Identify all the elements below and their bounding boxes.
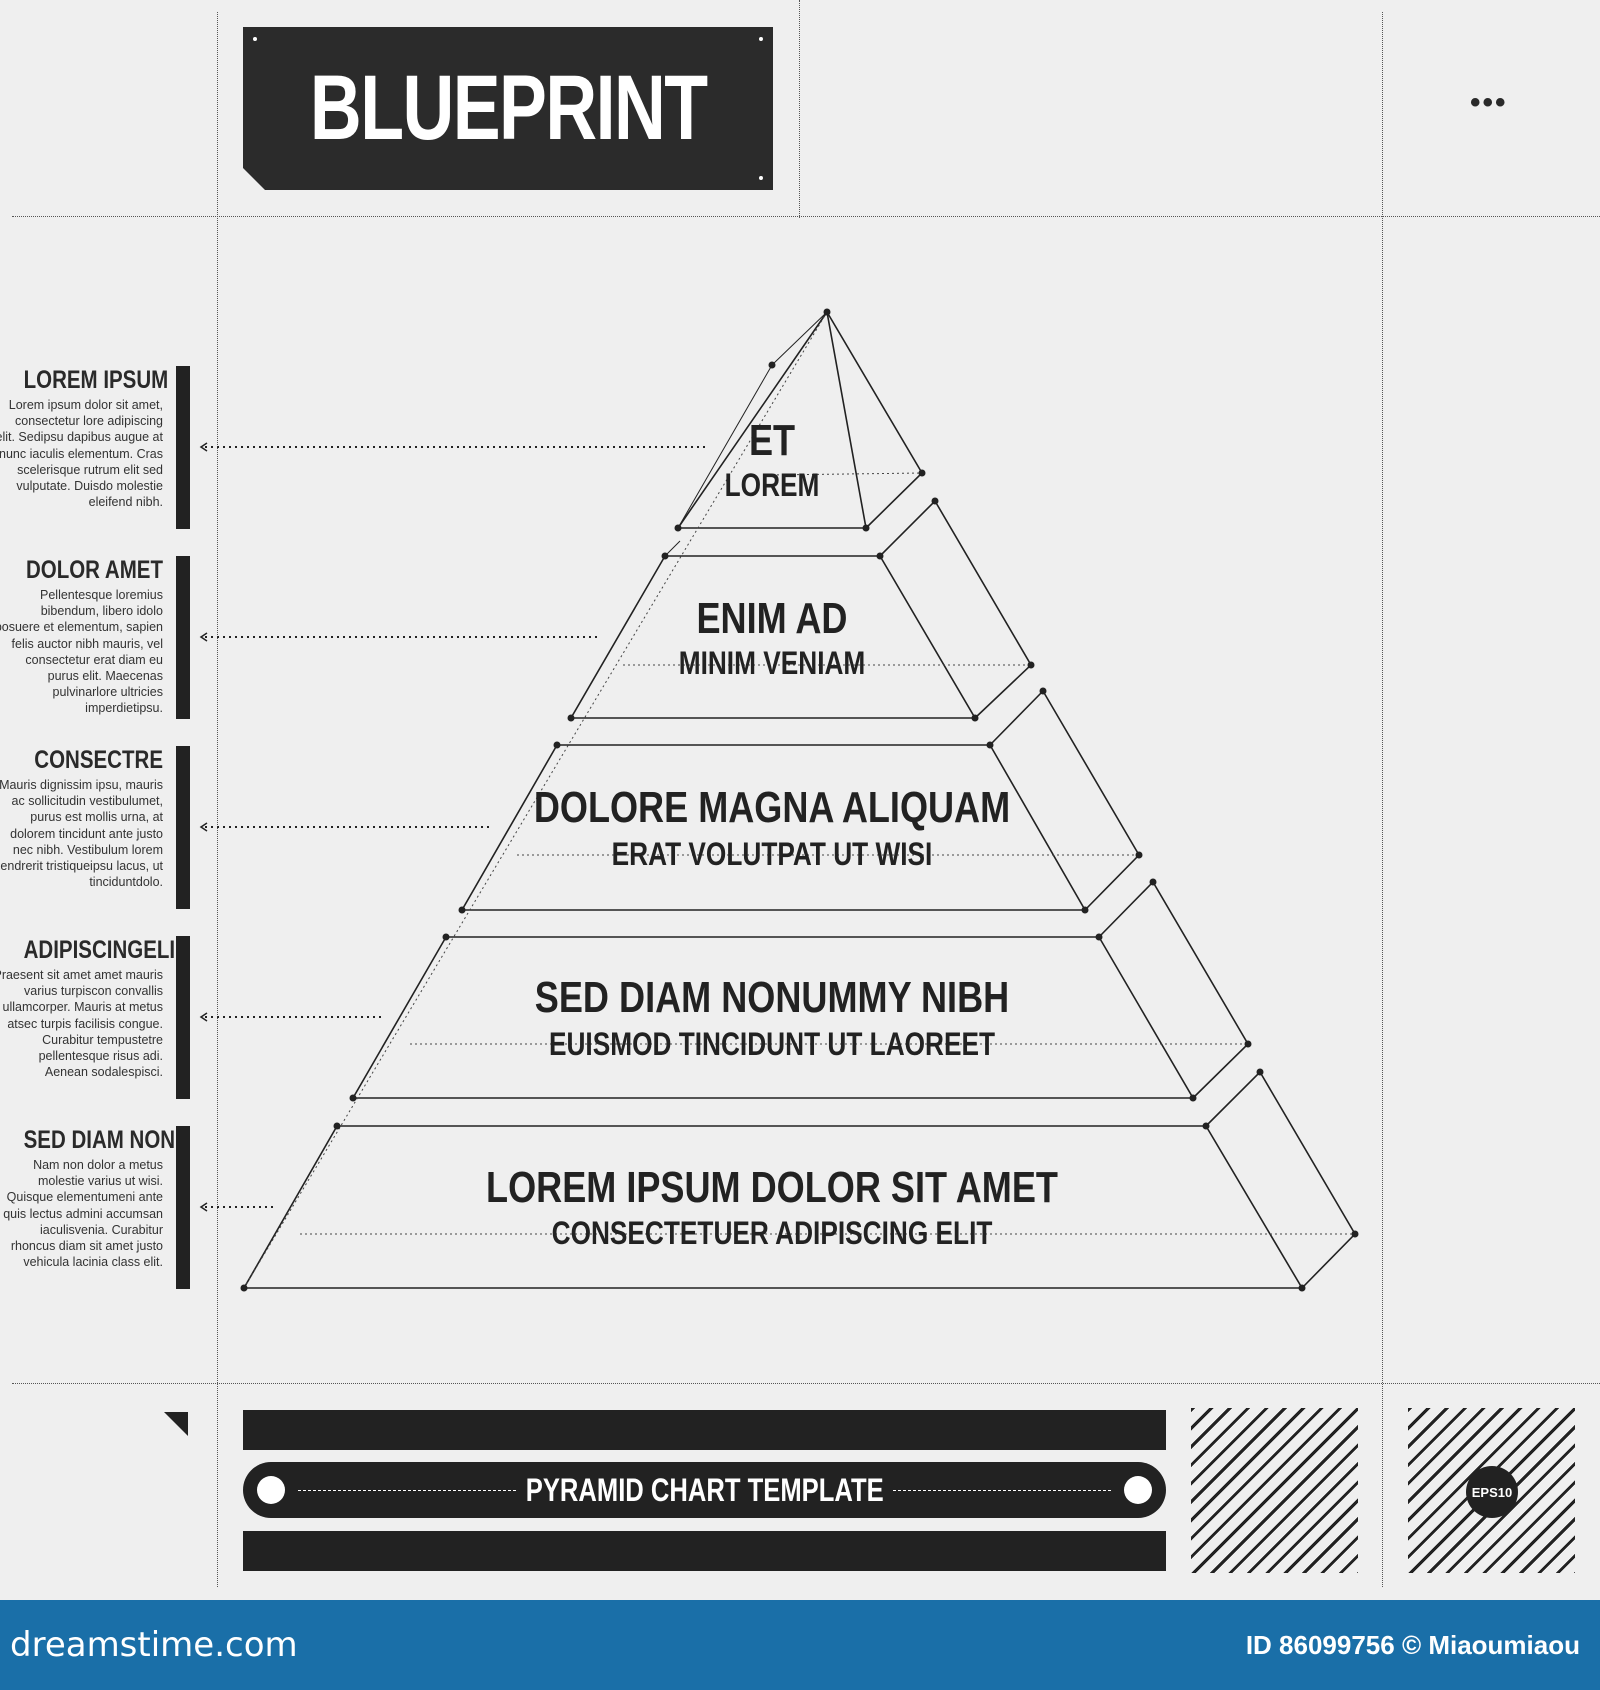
sidebar-bar xyxy=(176,1126,190,1289)
eps-badge: EPS10 xyxy=(1466,1466,1518,1518)
pyramid-level-title: LOREM IPSUM DOLOR SIT AMET xyxy=(486,1163,1058,1212)
sidebar-item-text: Pellentesque loremius bibendum, libero i… xyxy=(0,588,163,716)
sidebar-bar xyxy=(176,556,190,719)
guide-line xyxy=(799,0,800,218)
guide-line xyxy=(1382,12,1383,1587)
watermark-strip: dreamstime.com ID 86099756 © Miaoumiaou xyxy=(0,1600,1600,1690)
sidebar-item-title: LOREM IPSUM xyxy=(23,366,169,394)
sidebar-bar xyxy=(176,366,190,529)
sidebar-item-title: DOLOR AMET xyxy=(25,556,163,584)
footer-label-pill: PYRAMID CHART TEMPLATE xyxy=(243,1462,1166,1518)
guide-line xyxy=(217,12,218,1587)
sidebar-bar xyxy=(176,936,190,1099)
hatch-pattern xyxy=(1191,1408,1358,1573)
pyramid-level-subtitle: EUISMOD TINCIDUNT UT LAOREET xyxy=(548,1026,996,1062)
corner-triangle-icon xyxy=(164,1412,188,1436)
sidebar-item-title: ADIPISCINGELI xyxy=(23,936,176,964)
pyramid-level-subtitle: ERAT VOLUTPAT UT WISI xyxy=(611,836,933,872)
guide-line xyxy=(12,1383,1600,1384)
sidebar-item-text: Mauris dignissim ipsu, mauris ac sollici… xyxy=(0,778,163,890)
brand-logo[interactable]: dreamstime.com xyxy=(10,1625,298,1665)
sidebar-item-text: Praesent sit amet amet mauris varius tur… xyxy=(0,968,163,1080)
pyramid-level-subtitle: CONSECTETUER ADIPISCING ELIT xyxy=(551,1215,993,1251)
footer-label: PYRAMID CHART TEMPLATE xyxy=(517,1472,892,1509)
pyramid-level-subtitle: LOREM xyxy=(724,467,820,503)
image-credit: ID 86099756 © Miaoumiaou xyxy=(1245,1630,1580,1660)
sidebar-item: SED DIAM NON Nam non dolor a metus moles… xyxy=(0,1126,176,1270)
footer-bar xyxy=(243,1410,1166,1450)
title-banner: BLUEPRINT xyxy=(243,27,773,190)
sidebar-item-text: Lorem ipsum dolor sit amet, consectetur … xyxy=(0,398,163,510)
page-fold-icon xyxy=(243,168,265,190)
pyramid-level-title: ET xyxy=(748,416,796,465)
sidebar-item: CONSECTRE Mauris dignissim ipsu, mauris … xyxy=(0,746,163,890)
sidebar-item-text: Nam non dolor a metus molestie varius ut… xyxy=(3,1158,163,1270)
sidebar-item-title: SED DIAM NON xyxy=(23,1126,176,1154)
sidebar-item: ADIPISCINGELI Praesent sit amet amet mau… xyxy=(0,936,176,1080)
sidebar-item: DOLOR AMET Pellentesque loremius bibendu… xyxy=(0,556,163,717)
footer-bar xyxy=(243,1531,1166,1571)
pill-dot xyxy=(1124,1476,1152,1504)
pyramid-diagram xyxy=(199,308,1359,1292)
pyramid-level-title: DOLORE MAGNA ALIQUAM xyxy=(533,783,1011,832)
sidebar-bar xyxy=(176,746,190,909)
pyramid-level-title: ENIM AD xyxy=(696,594,848,643)
pyramid-level-subtitle: MINIM VENIAM xyxy=(678,645,866,681)
pyramid-level-title: SED DIAM NONUMMY NIBH xyxy=(534,973,1010,1022)
guide-line xyxy=(12,216,1600,217)
sidebar-item-title: CONSECTRE xyxy=(34,746,163,774)
page-title: BLUEPRINT xyxy=(309,57,708,159)
sidebar-item: LOREM IPSUM Lorem ipsum dolor sit amet, … xyxy=(0,366,169,510)
pill-dot xyxy=(257,1476,285,1504)
